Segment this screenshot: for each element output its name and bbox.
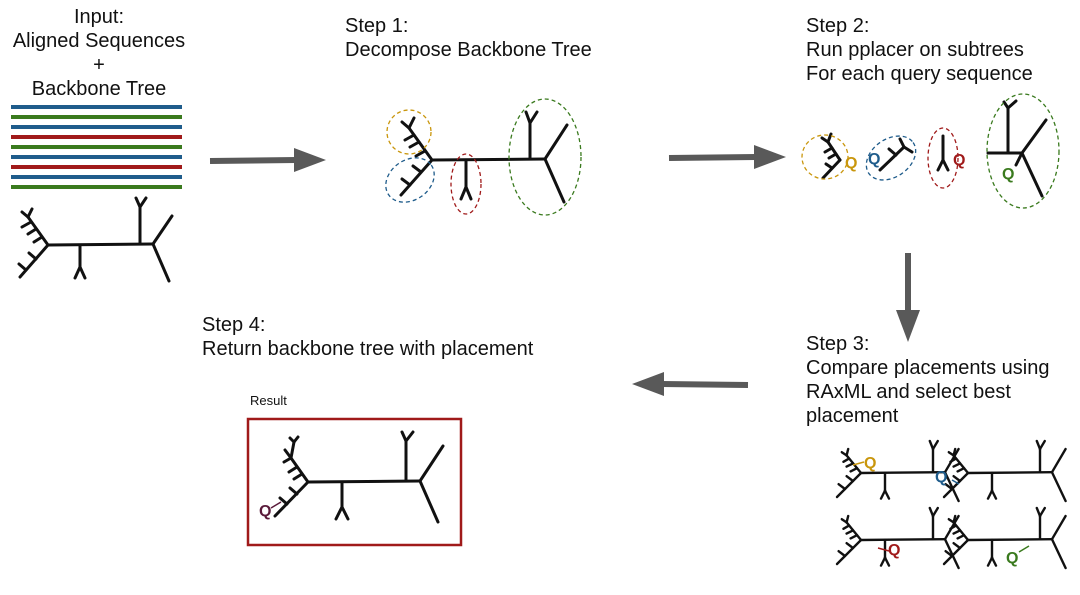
input-plus: +	[93, 54, 105, 76]
step1-text: Decompose Backbone Tree	[345, 39, 592, 61]
step1-subtree-outlines	[385, 98, 582, 216]
arrow-step2-to-step3	[896, 253, 920, 342]
candidate-q-green: Q	[1006, 550, 1018, 567]
step3-line1: Compare placements using	[806, 357, 1050, 379]
subtree-outline-green	[508, 98, 582, 216]
input-backbone-tree-drawing	[17, 196, 174, 283]
subtree-outline-blue	[385, 157, 435, 203]
subtree-outline-gold	[801, 134, 849, 180]
input-backbone-tree: Backbone Tree	[31, 78, 167, 100]
result-query-edge	[270, 501, 282, 509]
arrow-step3-to-step4	[632, 372, 749, 396]
query-q-gold: Q	[845, 155, 857, 172]
subtree-outline-green	[986, 93, 1060, 209]
arrow-input-to-step1	[209, 148, 326, 172]
result-tree	[273, 430, 445, 524]
subtree-outline-red	[450, 153, 482, 215]
step4-title: Step 4:	[202, 314, 266, 336]
subtree-outline-gold	[386, 109, 432, 155]
candidate-q-gold: Q	[864, 455, 876, 472]
input-title: Input:	[73, 6, 125, 28]
step1-decomposed-tree	[399, 110, 569, 204]
step1-title: Step 1:	[345, 15, 409, 37]
step3-line2: RAxML and select best	[806, 381, 1011, 403]
candidate-tree-4	[942, 506, 1067, 570]
step2-subtree-outlines	[801, 93, 1060, 209]
input-aligned-sequences: Aligned Sequences	[12, 30, 186, 52]
result-q-label: Q	[259, 503, 271, 520]
step2-title: Step 2:	[806, 15, 870, 37]
candidate-q-red: Q	[888, 542, 900, 559]
result-frame	[246, 417, 463, 547]
step2-line1: Run pplacer on subtrees	[806, 39, 1024, 61]
query-q-green: Q	[1002, 166, 1014, 183]
subtree-outline-red	[927, 127, 959, 189]
step2-query-labels: Q Q Q Q	[845, 151, 1014, 183]
candidate-tree-2	[942, 439, 1067, 503]
candidate-tree-3	[835, 506, 960, 570]
step3-title: Step 3:	[806, 333, 870, 355]
step4-text: Return backbone tree with placement	[202, 338, 534, 360]
candidate-q-blue: Q	[935, 469, 947, 486]
result-label: Result	[250, 393, 287, 408]
step3-line3: placement	[806, 405, 899, 427]
aligned-sequences	[11, 105, 182, 189]
step3-query-labels: Q Q Q Q	[864, 455, 1018, 567]
query-q-blue: Q	[868, 151, 880, 168]
step3-query-edges	[852, 461, 1030, 553]
query-q-red: Q	[953, 152, 965, 169]
arrow-step1-to-step2	[668, 145, 786, 169]
step2-subtrees	[820, 99, 1048, 198]
subtree-outline-blue	[865, 135, 917, 181]
step2-line2: For each query sequence	[806, 63, 1033, 85]
